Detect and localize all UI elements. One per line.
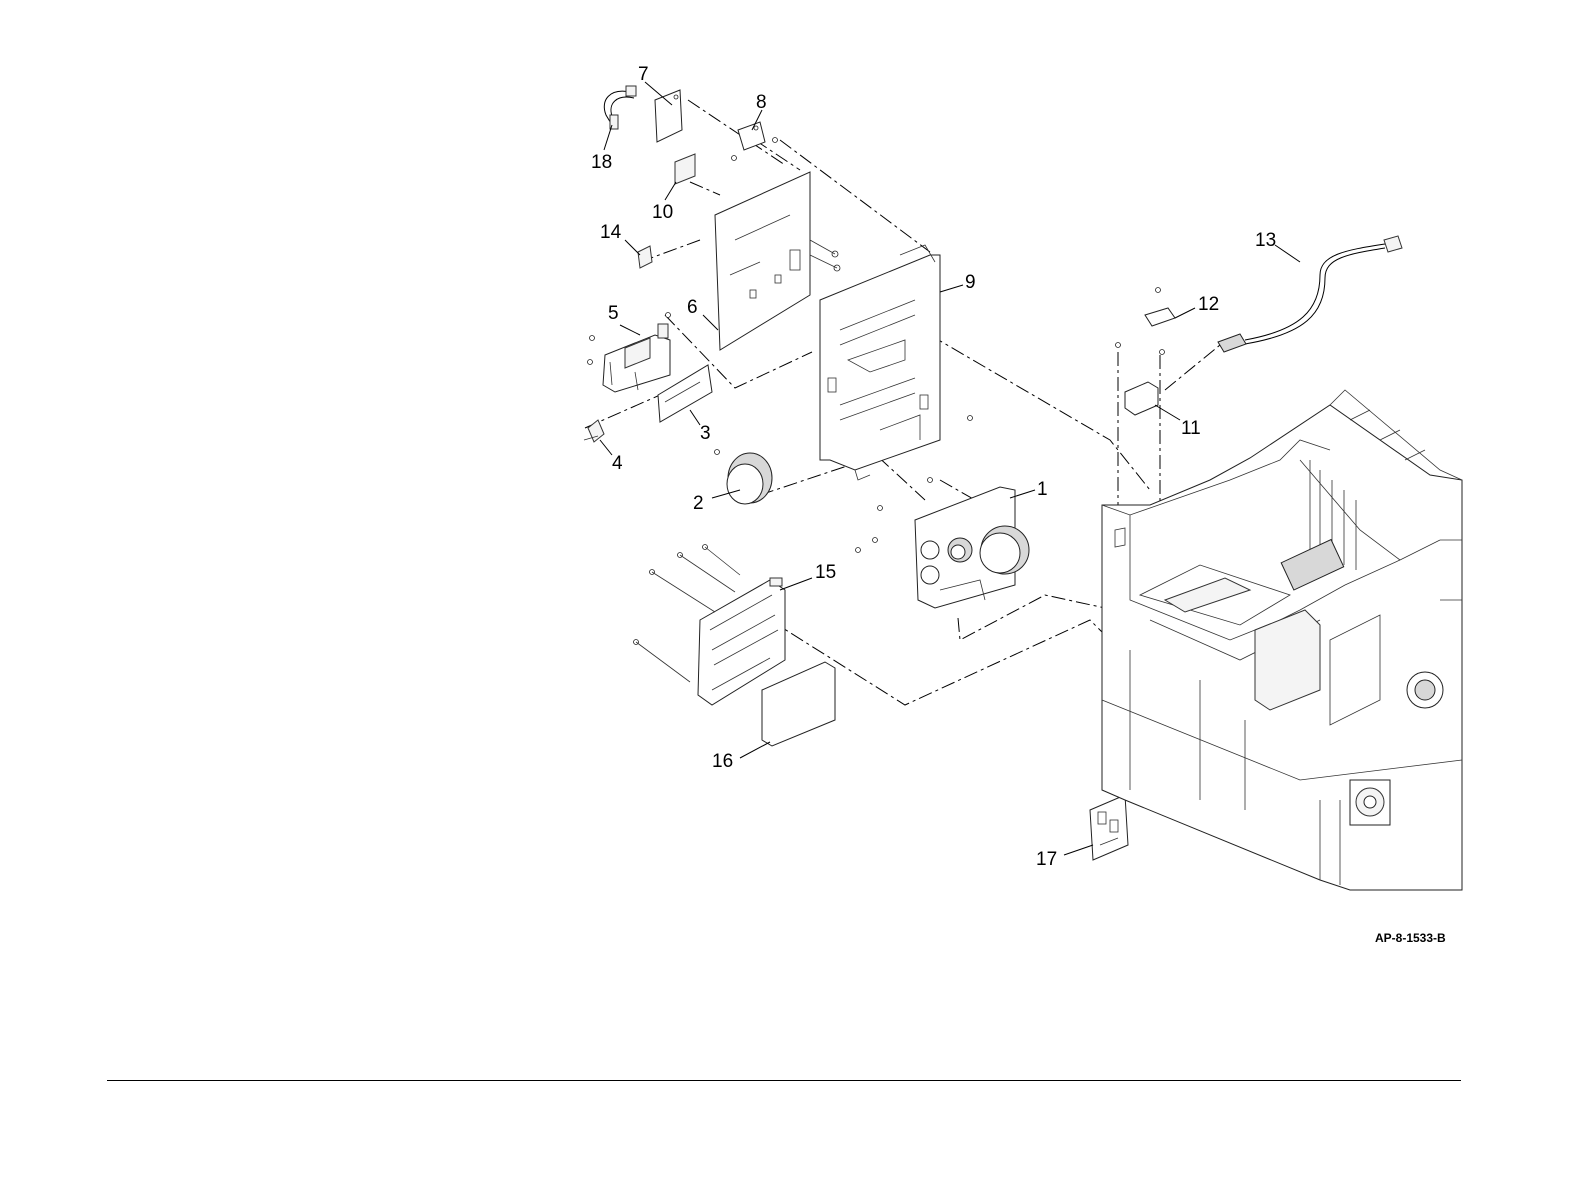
callout-7: 7	[638, 64, 649, 85]
callout-16: 16	[712, 751, 733, 772]
callout-4: 4	[612, 453, 623, 474]
callout-8: 8	[756, 92, 767, 113]
part-12-bracket	[1116, 288, 1176, 355]
part-15-tray-bracket	[634, 545, 786, 706]
callout-6: 6	[687, 297, 698, 318]
part-16-cover	[762, 662, 835, 746]
page-footer-rule	[107, 1080, 1461, 1081]
callout-18: 18	[591, 152, 612, 173]
part-5-driver-unit	[588, 313, 671, 393]
callout-17: 17	[1036, 849, 1057, 870]
part-9-mounting-bracket	[820, 245, 940, 480]
part-2-fan	[715, 450, 773, 505]
machine-frame	[1102, 390, 1462, 890]
part-7-small-board	[655, 90, 682, 142]
part-18-harness	[604, 86, 636, 129]
callout-2: 2	[693, 493, 704, 514]
callout-13: 13	[1255, 230, 1276, 251]
figure-id: AP-8-1533-B	[1375, 931, 1446, 945]
callout-12: 12	[1198, 294, 1219, 315]
callout-14: 14	[600, 222, 622, 243]
callout-10: 10	[652, 202, 673, 223]
part-17-board	[1090, 795, 1128, 860]
part-10-label	[675, 154, 695, 184]
part-11-sensor	[1125, 382, 1158, 415]
callout-5: 5	[608, 303, 619, 324]
callout-9: 9	[965, 272, 976, 293]
part-4-flat-cable	[584, 420, 604, 442]
callout-3: 3	[700, 423, 711, 444]
callout-1: 1	[1037, 479, 1048, 500]
part-8-bracket	[732, 122, 778, 161]
part-14-clip	[638, 246, 652, 268]
callout-15: 15	[815, 562, 836, 583]
part-13-cable	[1218, 236, 1402, 352]
callout-11: 11	[1181, 418, 1201, 439]
